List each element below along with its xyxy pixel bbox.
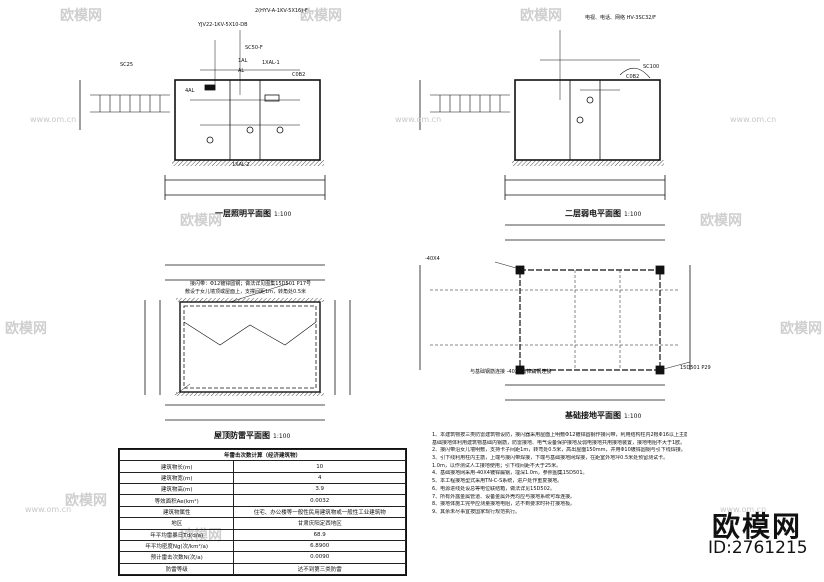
calc-header: 年雷击次数计算（经济建筑物） [119,448,406,462]
calc-label: 地区 [118,517,235,530]
box-1al-label: 1AL [238,58,248,64]
calc-value: 6.8900 [233,539,406,553]
note-line: 2、接闪带沿女儿墙明敷，支持卡子间距1m，转弯处0.5米，高出屋面150mm，并… [432,447,686,454]
brand-id: ID:2761215 [708,538,808,558]
calc-value: 68.9 [233,528,406,541]
note-line: 5、本工程接地型式采用TN-C-S系统，进户处作重复接地。 [432,478,563,485]
calc-value: 10 [233,460,406,473]
brand-logo-text: 欧模网 [712,510,803,543]
roof-sub-label: 敷设于女儿墙顶或屋面上，支撑间距1m，转角处0.5米 [185,289,307,295]
watermark: 欧模网 [780,321,822,337]
watermark-url: www.om.cn [730,115,777,124]
watermark: 欧模网 [520,8,562,24]
cable-comm-label: 2(HYV-A-1KV-5X16)-F [255,8,308,14]
plan-1-lighting [79,30,326,200]
note-line: 1、本建筑物按三类防雷建筑物设防，接闪器采用屋面上明敷Φ12镀锌圆钢作接闪带，利… [432,432,687,438]
design-notes: 1、本建筑物按三类防雷建筑物设防，接闪器采用屋面上明敷Φ12镀锌圆钢作接闪带，利… [432,432,687,517]
sc25-label: SC25 [120,62,134,68]
c0b2-label: C0B2 [626,74,640,80]
watermark: 欧模网 [60,8,102,24]
plan-2-weak-current [419,30,666,200]
calc-value: 住宅、办公楼等一般性民用建筑物或一般性工业建筑物 [233,505,406,519]
calc-label: 等效面积Ae(km²) [118,494,235,507]
calc-label: 建筑物长(m) [118,460,235,473]
watermark: 欧模网 [5,321,47,337]
calc-value: 3.9 [233,483,406,496]
plan-3-roof-lightning [144,264,351,421]
sc50-label: SC50-F [245,45,263,51]
watermark: 欧模网 [700,213,742,229]
calc-label: 年平均密度Ng(次/km²/a) [118,539,235,553]
watermark-url: www.om.cn [720,505,767,514]
ground-40x4-label: -40X4 [425,256,440,262]
ground-ref-label: 15D501 P29 [680,365,711,371]
calc-value: 达不到第三类防雷 [233,562,406,576]
note-line: 1.0m，以作测试人工接地使用；引下线间距不大于25米。 [432,462,562,469]
calc-label: 建筑物属性 [118,505,235,519]
cable-main-label: YJV22-1KV-5X10-DB [198,22,248,28]
sc100-label: SC100 [643,64,660,70]
calc-value: 0.0090 [233,551,406,564]
ip1-label: 1XAL-1 [262,60,280,66]
note-line: 9、其余未尽事宜按国家现行规范执行。 [432,508,521,515]
roof-note-label: 接闪带：Φ12镀锌圆钢；做法详见图集15D501 P17号 [190,281,312,287]
box-al-label: AL [238,68,245,74]
calc-label: 年平均雷暴日Td(d/a) [118,528,235,541]
calc-label: 预计雷击次数N(次/a) [118,551,235,564]
note-line: 6、电源进线处设总等电位联结箱，做法详见15D502。 [432,485,555,492]
calc-label: 防雷等级 [118,562,235,576]
note-line: 4、基础接地网采用-40X4镀锌扁钢，埋深1.0m，参照图集15D501。 [432,470,588,477]
c0b2-label: C0B2 [292,72,306,78]
watermark-url: www.om.cn [25,505,72,514]
lightning-calc-table: 年雷击次数计算（经济建筑物） 建筑物长(m)10 建筑物宽(m)4 建筑物高(m… [118,448,407,576]
watermark-url: www.om.cn [30,115,77,124]
watermark: 欧模网 [300,8,342,24]
calc-value: 4 [233,471,406,485]
watermark: 欧模网 [180,213,222,229]
calc-value: 0.0032 [233,494,406,507]
weak-cable-label: 电视、电话、网络 HV-3SC32/F [585,15,657,21]
calc-label: 建筑物高(m) [118,483,235,496]
note-line: 8、接地体施工完毕应测量接地电阻，达不到要求时补打接地极。 [432,501,576,508]
calc-value: 甘肃庆阳定西地区 [233,517,406,530]
calc-label: 建筑物宽(m) [118,471,235,485]
note-line: 7、所有外露金属管道、设备金属外壳均应与接地系统可靠连接。 [432,493,576,500]
plan-4-grounding [419,224,691,401]
watermark-url: www.om.cn [395,115,442,124]
note-line: 3、引下线利用柱内主筋，上端与接闪带焊接，下端与基础接地网焊接，在距室外地坪0.… [432,455,669,462]
box-4al-label: 4AL [185,88,195,94]
note-line: 基础接地体利用建筑物基础内钢筋，防雷接地、电气设备保护接地及弱电接地共用接地装置… [432,439,686,446]
watermark: 欧模网 [65,493,107,509]
ip2-label: 1XAL-2 [232,162,250,168]
ground-bottom-label: 与基础钢筋连接 -40X4镀锌扁钢连接 [470,369,552,375]
